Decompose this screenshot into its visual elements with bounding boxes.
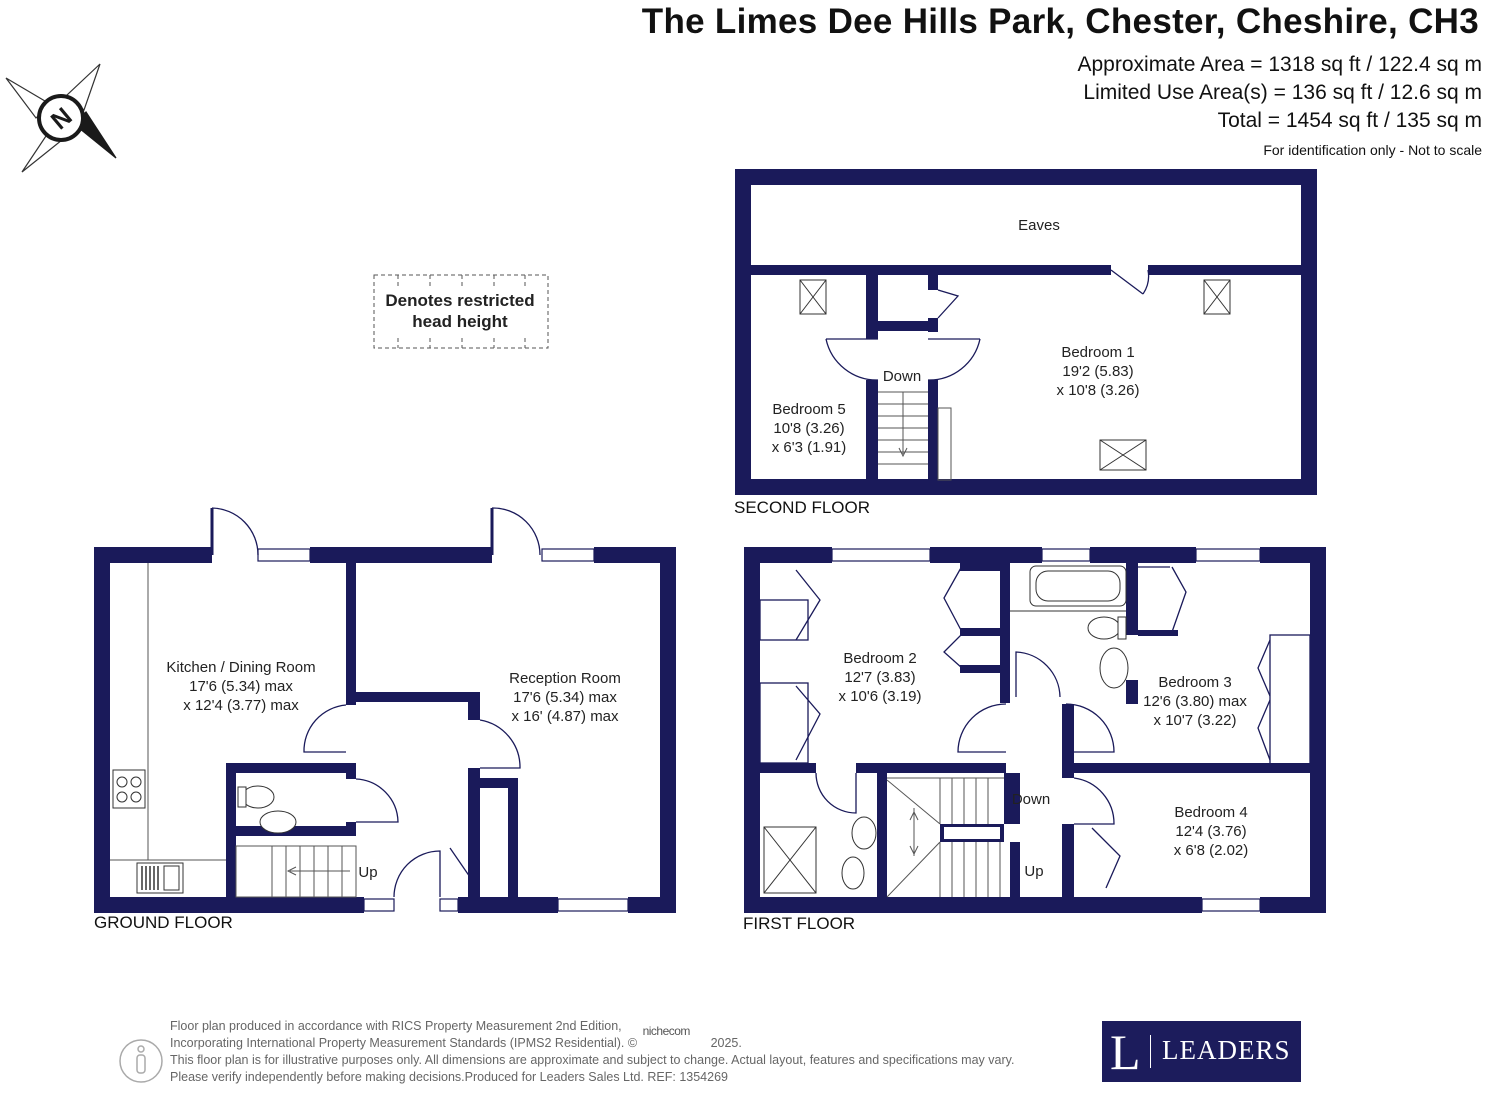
footer-disclaimer: Floor plan produced in accordance with R… <box>170 1018 1014 1086</box>
second-floor-plan: Eaves Down Bedroom 1 19'2 (5.83) x 10'8 … <box>734 169 1317 517</box>
second-floor-down-label: Down <box>883 368 921 385</box>
bedroom5-dim1: 10'8 (3.26) <box>773 420 844 437</box>
footer-line-1: Floor plan produced in accordance with R… <box>170 1019 622 1033</box>
kitchen-name: Kitchen / Dining Room <box>166 659 315 676</box>
ground-floor-plan: Kitchen / Dining Room 17'6 (5.34) max x … <box>94 507 676 932</box>
footer-line-3: This floor plan is for illustrative purp… <box>170 1053 1015 1067</box>
bedroom2-dim1: 12'7 (3.83) <box>844 669 915 686</box>
first-floor-label: FIRST FLOOR <box>743 914 855 933</box>
page-title: The Limes Dee Hills Park, Chester, Chesh… <box>641 2 1479 41</box>
reception-dim2: x 16' (4.87) max <box>511 708 619 725</box>
scale-note: For identification only - Not to scale <box>1263 142 1482 158</box>
nichecom-brand: nichecom <box>641 1024 711 1052</box>
bedroom5-name: Bedroom 5 <box>772 401 845 418</box>
legend-line-2: head height <box>412 312 508 331</box>
logo-letter: L <box>1110 1024 1141 1080</box>
footer-year: 2025. <box>710 1036 742 1050</box>
footer-line-4: Please verify independently before makin… <box>170 1070 728 1084</box>
logo-name: LEADERS <box>1162 1035 1291 1065</box>
bedroom5-dim2: x 6'3 (1.91) <box>772 439 847 456</box>
person-icon <box>119 1039 163 1083</box>
reception-dim1: 17'6 (5.34) max <box>513 689 617 706</box>
bedroom2-name: Bedroom 2 <box>843 650 916 667</box>
limited-use-area: Limited Use Area(s) = 136 sq ft / 12.6 s… <box>1083 81 1482 104</box>
ground-floor-label: GROUND FLOOR <box>94 913 233 932</box>
first-floor-plan: Bedroom 2 12'7 (3.83) x 10'6 (3.19) Bedr… <box>743 547 1326 933</box>
bedroom3-dim2: x 10'7 (3.22) <box>1154 712 1237 729</box>
first-floor-down-label: Down <box>1012 791 1050 808</box>
approximate-area: Approximate Area = 1318 sq ft / 122.4 sq… <box>1077 53 1483 76</box>
bedroom2-dim2: x 10'6 (3.19) <box>839 688 922 705</box>
bedroom4-dim1: 12'4 (3.76) <box>1175 823 1246 840</box>
total-area: Total = 1454 sq ft / 135 sq m <box>1217 109 1482 132</box>
footer-line-2-row: Incorporating International Property Mea… <box>170 1024 1014 1052</box>
footer-line-2: Incorporating International Property Mea… <box>170 1036 638 1050</box>
bedroom1-dim1: 19'2 (5.83) <box>1062 363 1133 380</box>
eaves-label: Eaves <box>1018 217 1060 234</box>
leaders-logo: L LEADERS <box>1102 1021 1301 1082</box>
restricted-height-legend: Denotes restricted head height <box>373 274 549 349</box>
reception-name: Reception Room <box>509 670 621 687</box>
bedroom1-name: Bedroom 1 <box>1061 344 1134 361</box>
legend-line-1: Denotes restricted <box>385 291 534 310</box>
kitchen-dim2: x 12'4 (3.77) max <box>183 697 299 714</box>
first-floor-up-label: Up <box>1024 863 1043 880</box>
ground-floor-up-label: Up <box>358 864 377 881</box>
bedroom4-name: Bedroom 4 <box>1174 804 1247 821</box>
second-floor-label: SECOND FLOOR <box>734 498 870 517</box>
kitchen-dim1: 17'6 (5.34) max <box>189 678 293 695</box>
nichecom-text: nichecom <box>642 1024 691 1038</box>
logo-divider <box>1150 1035 1151 1068</box>
bedroom3-name: Bedroom 3 <box>1158 674 1231 691</box>
bedroom3-dim1: 12'6 (3.80) max <box>1143 693 1247 710</box>
compass-icon: N <box>5 63 117 173</box>
bedroom1-dim2: x 10'8 (3.26) <box>1057 382 1140 399</box>
bedroom4-dim2: x 6'8 (2.02) <box>1174 842 1249 859</box>
